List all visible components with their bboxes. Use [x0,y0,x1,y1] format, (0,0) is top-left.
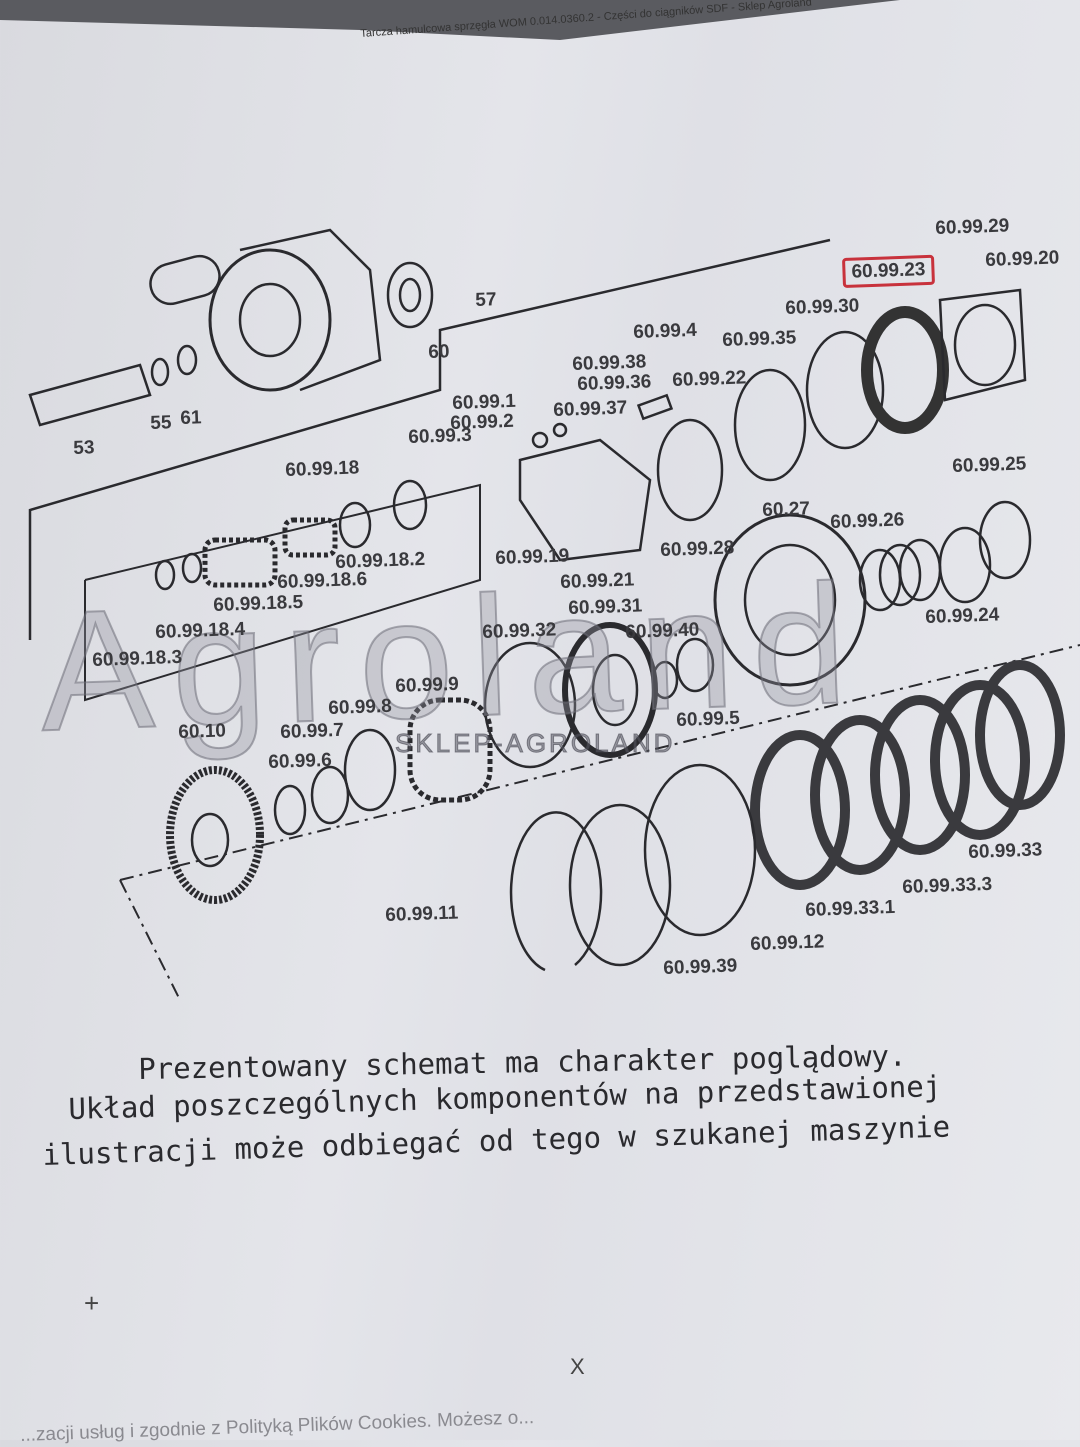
part-label: 60.99.39 [663,955,738,979]
part-label: 55 [150,412,172,434]
part-label: 60.27 [762,498,811,521]
plus-icon[interactable]: + [84,1288,100,1318]
highlighted-part-label: 60.99.23 [842,254,935,288]
background-surface [0,0,1080,40]
part-label: 60.99.31 [568,595,643,619]
part-label: 60.99.6 [268,749,333,773]
part-label: 60.99.18.3 [92,646,183,671]
part-label: 53 [73,437,95,459]
part-label: 60.99.33.3 [902,873,993,898]
part-label: 60 [428,341,450,363]
part-label: 60.99.22 [672,367,747,391]
part-label: 60.99.37 [553,397,628,421]
part-label: 60.99.11 [385,902,459,926]
part-label: 60.99.35 [722,327,797,351]
part-label: 60.99.7 [280,719,345,743]
part-label: 60.99.21 [560,569,635,593]
part-label: 60.10 [178,720,227,743]
part-label: 57 [475,289,497,311]
part-label: 61 [180,407,202,429]
part-label: 60.99.8 [328,695,393,719]
part-label: 60.99.24 [925,604,1000,628]
part-label: 60.99.33 [968,839,1043,863]
part-label: 60.99.9 [395,673,460,697]
part-label: 60.99.4 [633,319,698,343]
part-label: 60.99.19 [495,545,570,569]
part-label: 60.99.30 [785,295,860,319]
part-label: 60.99.25 [952,453,1027,477]
part-label: 60.99.18.5 [213,591,304,616]
part-label: 60.99.33.1 [805,896,896,921]
part-label: 60.99.20 [985,247,1060,271]
watermark-subtitle: SKLEP-AGROLAND [394,728,676,759]
exploded-parts-diagram [28,228,1080,1001]
cookie-banner-text: ...zacji usług i zgodnie z Polityką Plik… [19,1407,535,1446]
part-label: 60.99.40 [625,619,700,643]
part-label: 60.99.3 [408,424,473,448]
part-label: 60.99.18.6 [277,568,368,593]
part-label: 60.99.36 [577,371,652,395]
part-label: 60.99.18 [285,457,360,481]
part-label: 60.99.18.4 [155,618,246,643]
part-label: 60.99.5 [676,707,741,731]
part-label: 60.99.28 [660,537,735,561]
part-label: 60.99.32 [482,619,557,643]
close-icon[interactable]: X [570,1354,585,1379]
part-label: 60.99.26 [830,509,905,533]
part-label: 60.99.29 [935,215,1010,239]
part-label: 60.99.12 [750,931,825,955]
